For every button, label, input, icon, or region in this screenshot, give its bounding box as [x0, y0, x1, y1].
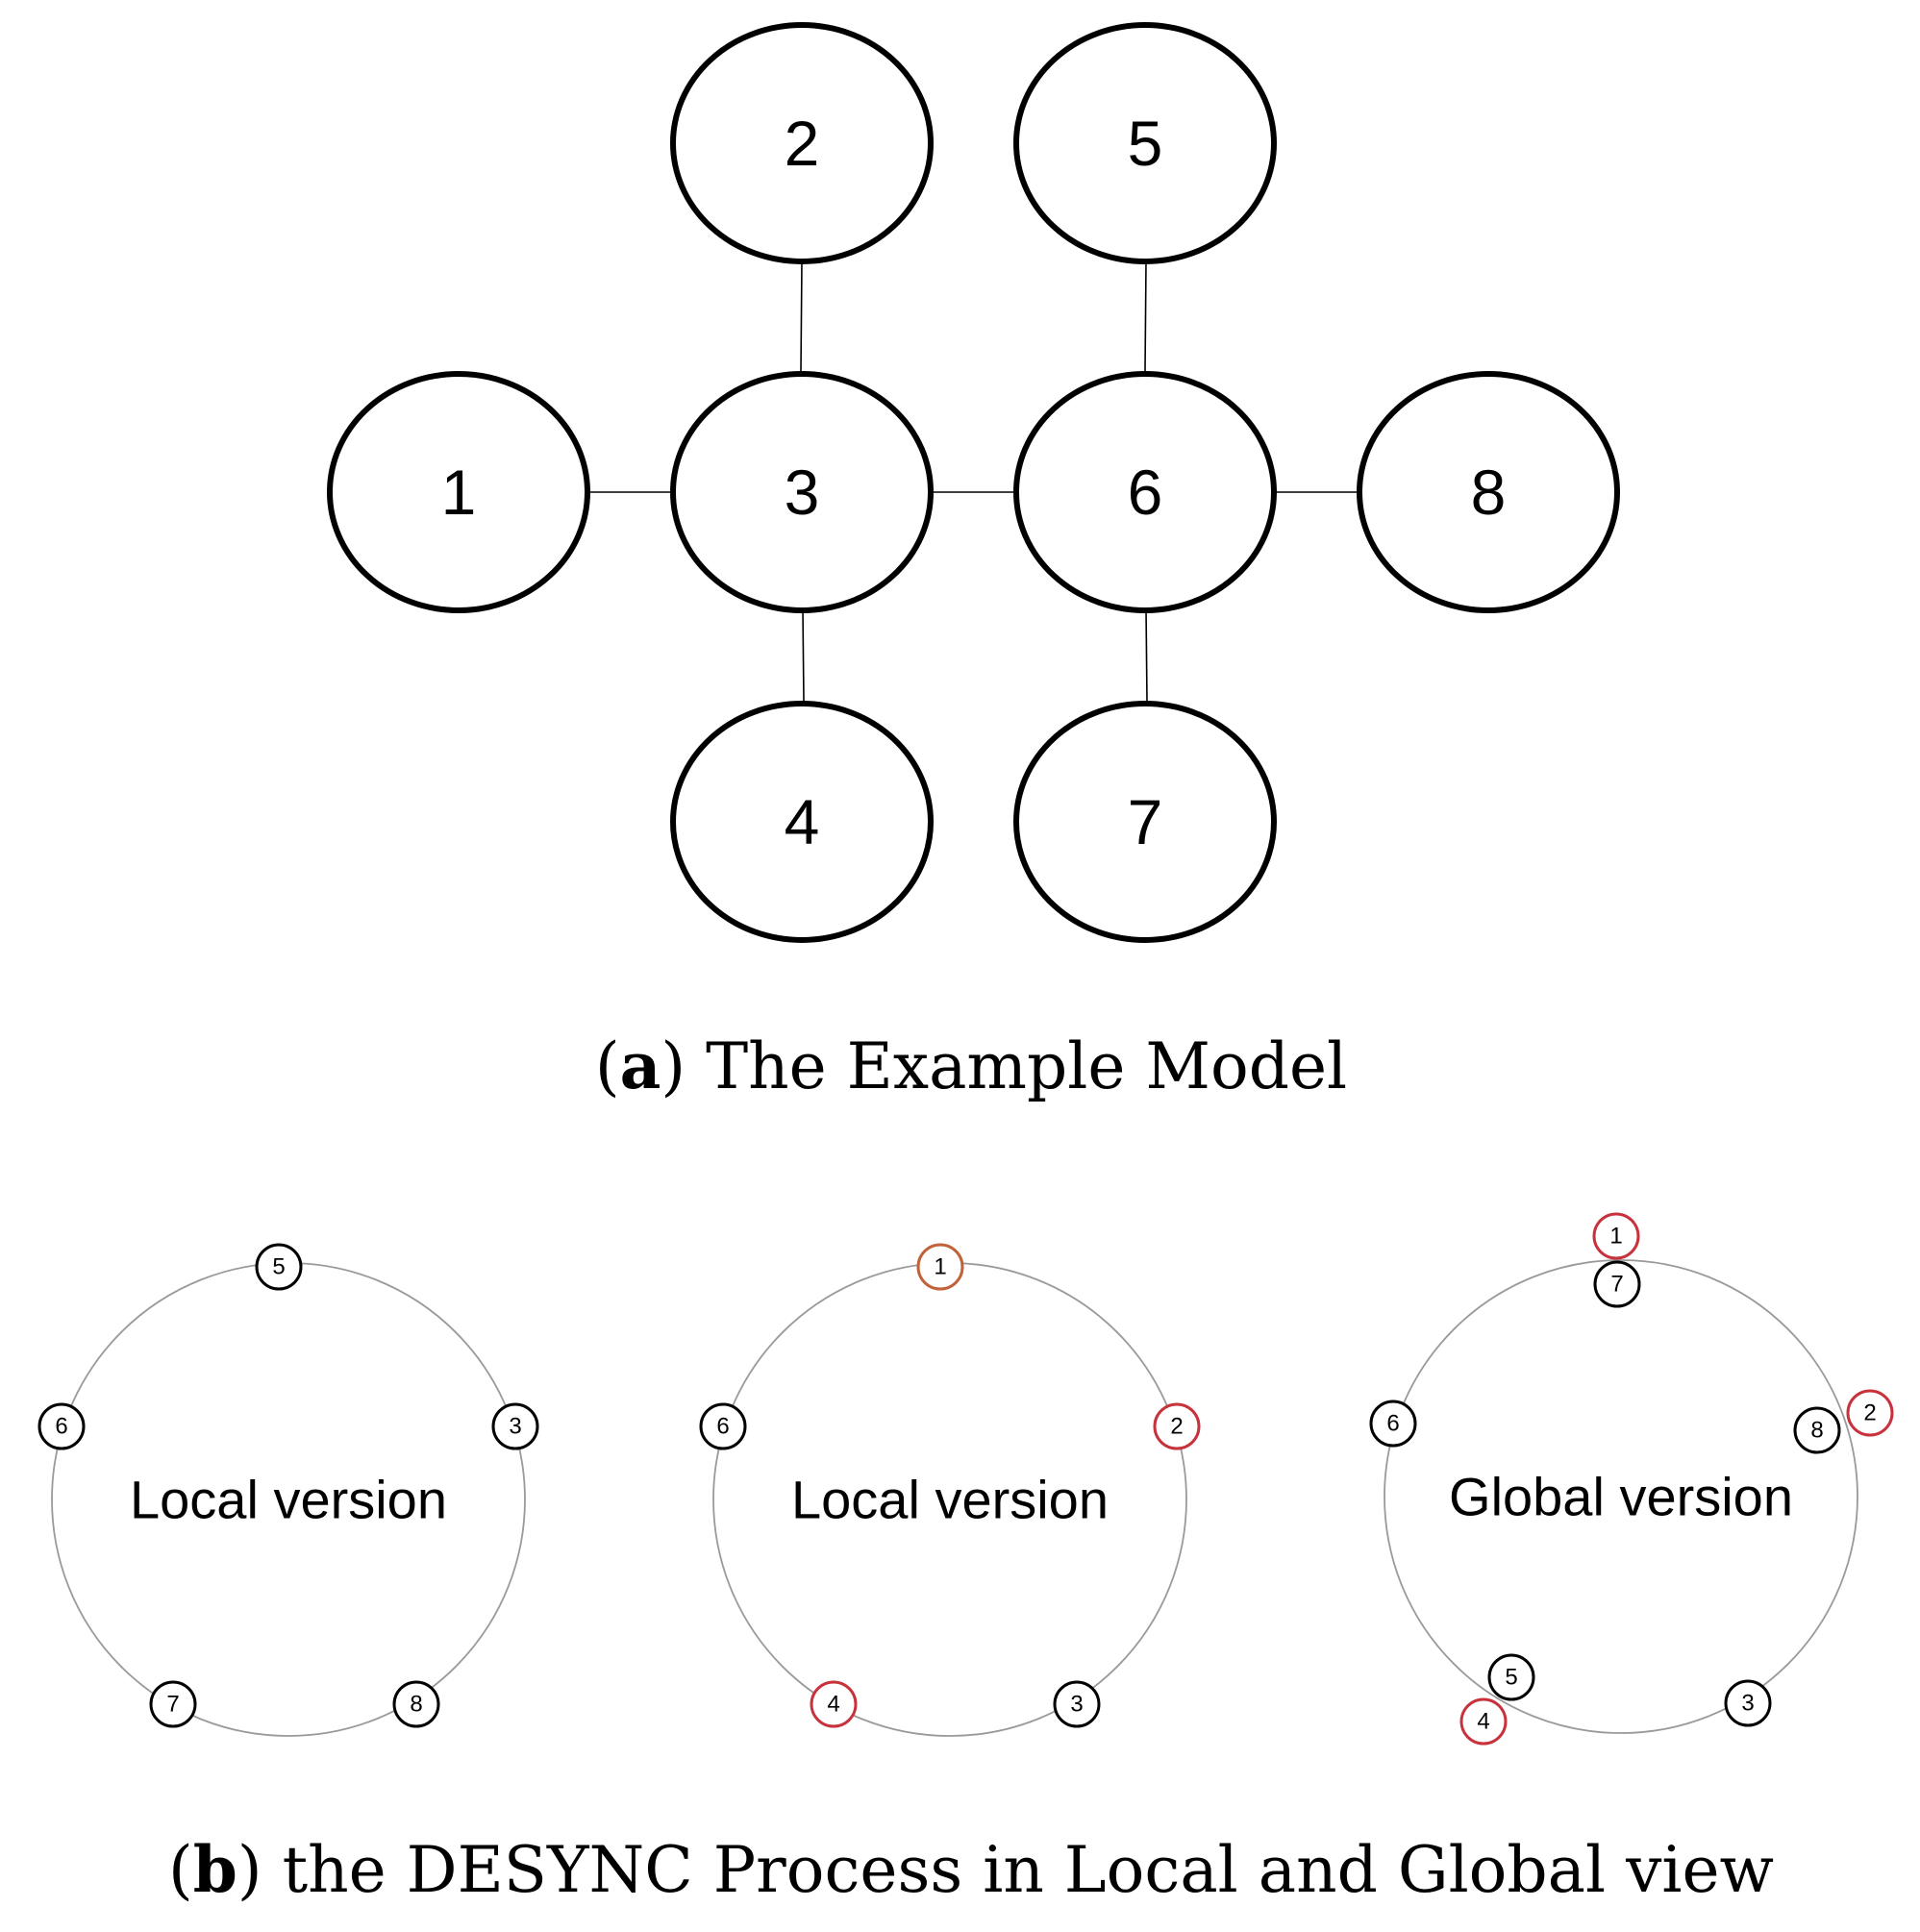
panel-3-node-2: 2	[1846, 1389, 1894, 1437]
panel-1-node-6: 6	[37, 1402, 86, 1450]
panel-3-node-7-label: 7	[1610, 1272, 1623, 1298]
panel-3-node-5-label: 5	[1505, 1665, 1517, 1691]
panel-2-node-6-label: 6	[716, 1414, 729, 1440]
panel-1-node-5: 5	[255, 1243, 303, 1291]
panel-2: Local version 1 6 2 4 3	[699, 1243, 1201, 1737]
panel-3-node-3-label: 3	[1741, 1691, 1754, 1717]
model-node-4: 4	[670, 701, 934, 943]
model-node-4-label: 4	[785, 786, 820, 857]
panel-3-node-8-label: 8	[1810, 1418, 1823, 1444]
caption-b-text: (b) the DESYNC Process in Local and Glob…	[168, 1832, 1774, 1907]
model-node-5-label: 5	[1128, 108, 1163, 179]
panel-3-ring	[1384, 1259, 1858, 1734]
panel-1: Local version 5 6 3 7 8	[37, 1243, 539, 1737]
panel-1-node-7-label: 7	[166, 1692, 179, 1718]
panel-3-node-7: 7	[1593, 1260, 1641, 1308]
panel-3-node-2-label: 2	[1863, 1400, 1876, 1426]
edge-2-3	[800, 260, 803, 372]
panel-1-node-3-label: 3	[509, 1414, 521, 1440]
caption-b: (b) the DESYNC Process in Local and Glob…	[168, 1832, 1774, 1907]
model-node-7: 7	[1013, 701, 1277, 943]
panel-2-node-2-label: 2	[1170, 1414, 1183, 1440]
panel-1-title: Local version	[130, 1470, 447, 1530]
panel-3-node-6-label: 6	[1386, 1411, 1399, 1437]
panel-2-node-3-label: 3	[1070, 1692, 1083, 1718]
edge-6-7	[1145, 607, 1148, 703]
panel-3-node-5: 5	[1487, 1653, 1535, 1701]
panel-1-node-3: 3	[491, 1402, 539, 1450]
edge-3-4	[802, 607, 805, 703]
panel-3-node-3: 3	[1724, 1679, 1772, 1727]
panel-2-node-4-label: 4	[827, 1692, 839, 1718]
model-node-2: 2	[670, 22, 934, 264]
caption-a-title: The Example Model	[706, 1029, 1347, 1103]
model-node-1: 1	[327, 371, 590, 613]
panel-3-node-4: 4	[1459, 1697, 1508, 1746]
model-node-3: 3	[670, 371, 934, 613]
panel-2-node-6: 6	[699, 1402, 747, 1450]
panel-3: Global version 1 7 6 8 2 5 4 3	[1369, 1212, 1894, 1746]
model-node-1-label: 1	[441, 457, 477, 528]
panel-2-node-3: 3	[1053, 1680, 1101, 1728]
model-node-6: 6	[1013, 371, 1277, 613]
panel-2-node-1: 1	[916, 1243, 964, 1291]
caption-b-title: the DESYNC Process in Local and Global v…	[283, 1833, 1774, 1907]
panel-1-node-8-label: 8	[410, 1692, 422, 1718]
panel-2-node-2: 2	[1153, 1402, 1201, 1450]
panel-3-title: Global version	[1449, 1467, 1793, 1527]
caption-b-letter: b	[193, 1832, 237, 1907]
model-node-6-label: 6	[1128, 457, 1163, 528]
model-node-8: 8	[1357, 371, 1620, 613]
panel-3-node-1-label: 1	[1609, 1224, 1622, 1250]
panel-1-node-8: 8	[392, 1680, 440, 1728]
panel-1-node-5-label: 5	[272, 1254, 285, 1280]
model-node-3-label: 3	[785, 457, 820, 528]
panel-3-node-4-label: 4	[1477, 1709, 1489, 1735]
model-node-8-label: 8	[1471, 457, 1507, 528]
panel-1-node-7: 7	[149, 1680, 197, 1728]
panel-2-node-1-label: 1	[934, 1254, 946, 1280]
edge-5-6	[1144, 260, 1147, 372]
example-model: 1 2 3 4 5 6 7 8	[327, 22, 1620, 943]
panel-2-title: Local version	[791, 1470, 1109, 1530]
caption-a-text: (a) The Example Model	[595, 1028, 1347, 1103]
panel-1-node-6-label: 6	[55, 1414, 67, 1440]
model-edges	[586, 260, 1359, 703]
caption-a: (a) The Example Model	[595, 1028, 1347, 1103]
panel-2-node-4: 4	[810, 1680, 858, 1728]
panel-3-node-8: 8	[1793, 1406, 1841, 1454]
caption-a-letter: a	[620, 1028, 661, 1103]
model-node-5: 5	[1013, 22, 1277, 264]
model-node-7-label: 7	[1128, 786, 1163, 857]
panel-3-node-1: 1	[1592, 1212, 1640, 1260]
model-node-2-label: 2	[785, 108, 820, 179]
panel-3-node-6: 6	[1369, 1399, 1417, 1448]
